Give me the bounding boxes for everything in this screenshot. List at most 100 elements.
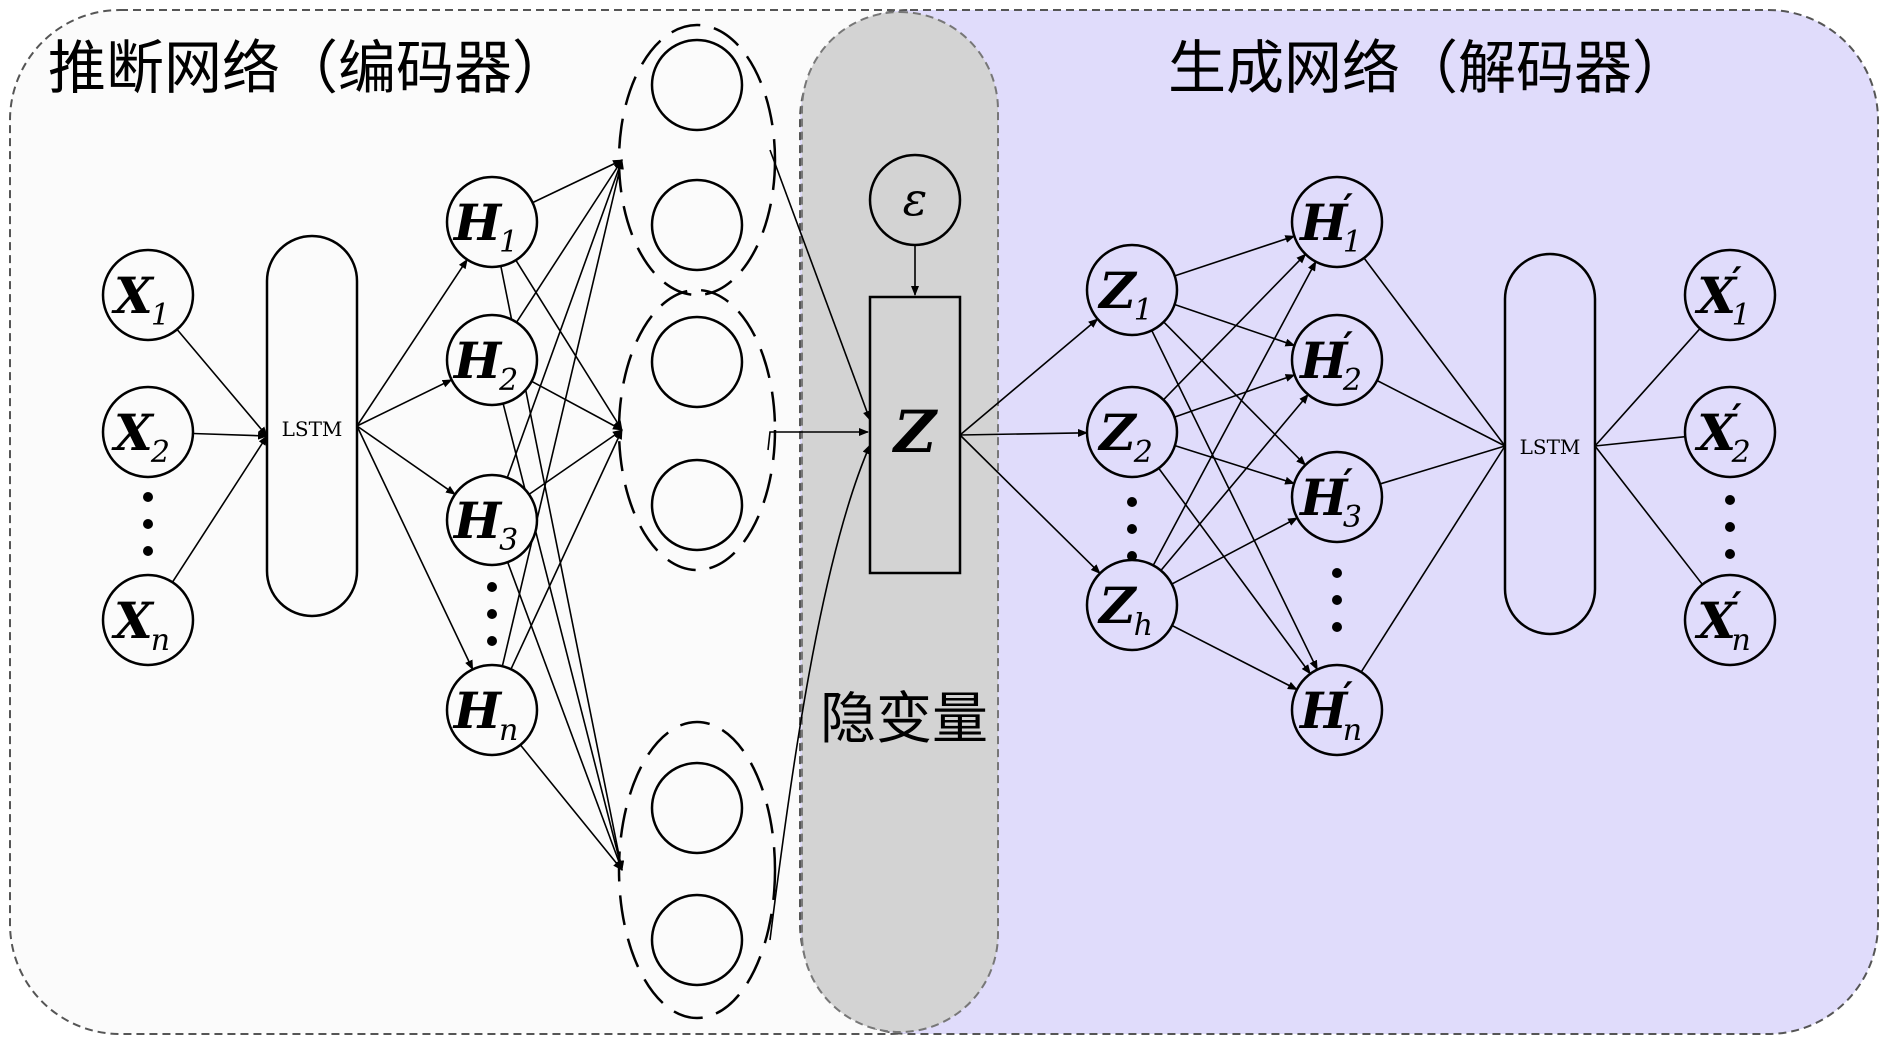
edge (1363, 257, 1506, 447)
node-subscript: n (1343, 713, 1362, 748)
node-base-symbol: X (111, 591, 155, 650)
ellipsis-dot (1332, 595, 1342, 605)
node-base-symbol: H (452, 681, 503, 740)
node-label: H′n (1298, 675, 1362, 748)
edge (1174, 374, 1296, 418)
node-base-symbol: X (111, 266, 155, 325)
node-base-symbol: H (1298, 681, 1349, 740)
node-circle (101, 573, 195, 667)
edge (1360, 445, 1506, 673)
ellipsis-dot (1127, 551, 1137, 561)
ellipsis-dot (1725, 549, 1735, 559)
node-subscript: 2 (1731, 435, 1751, 470)
node-subscript: 2 (1133, 435, 1153, 470)
edge (1151, 330, 1318, 671)
encoder-title: 推断网络（编码器） (48, 34, 570, 102)
node-label: X2 (111, 403, 170, 470)
edge (1594, 328, 1701, 447)
ellipsis-dot (487, 582, 497, 592)
decoder-lstm-label: LSTM (1520, 435, 1581, 459)
node-subscript: 1 (1343, 225, 1362, 260)
node-prime-mark: ′ (1343, 462, 1353, 504)
node-prime-mark: ′ (1732, 585, 1742, 627)
edge (356, 379, 453, 427)
node-base-symbol: Z (1097, 403, 1138, 462)
h-2-node: H2 (445, 313, 539, 407)
edge (769, 149, 871, 421)
edge (506, 561, 623, 871)
node-base-symbol: X (111, 403, 155, 462)
latent-z-label: Z (892, 398, 939, 466)
ellipsis-dot (1332, 622, 1342, 632)
node-circle (1683, 248, 1777, 342)
z-2-node: Z2 (1085, 385, 1179, 479)
node-subscript: h (1134, 608, 1153, 643)
node-subscript: 1 (151, 298, 170, 333)
parameter-nodes (650, 38, 744, 987)
node-base-symbol: X (1694, 591, 1738, 650)
edge (192, 431, 268, 440)
z-h-node: Zh (1085, 558, 1179, 652)
ellipsis-dot (487, 609, 497, 619)
node-prime-mark: ′ (1732, 260, 1742, 302)
edge (356, 425, 456, 495)
node-base-symbol: Z (1097, 576, 1138, 635)
node-label: Xn (111, 591, 170, 658)
ellipsis-dots (143, 492, 1735, 646)
node-circle (101, 385, 195, 479)
node-base-symbol: H (452, 491, 503, 550)
node-circle (445, 313, 539, 407)
ellipsis-dot (1127, 524, 1137, 534)
node-subscript: n (499, 713, 518, 748)
edge (1171, 517, 1299, 585)
edge (502, 403, 624, 871)
h-n-node: Hn (445, 663, 539, 757)
edges-layer (171, 149, 1704, 941)
edge (506, 159, 623, 478)
node-subscript: 3 (1343, 500, 1362, 535)
node-base-symbol: X (1694, 403, 1738, 462)
edge (1174, 235, 1296, 277)
node-circle (445, 175, 539, 269)
h-prime-1-node: H′1 (1290, 175, 1384, 269)
node-label: Zh (1097, 576, 1153, 643)
node-subscript: 3 (499, 523, 518, 558)
node-label: H2 (452, 331, 518, 398)
node-label: H3 (452, 491, 518, 558)
ellipsis-dot (1127, 497, 1137, 507)
node-prime-mark: ′ (1343, 325, 1353, 367)
x-2-node: X2 (101, 385, 195, 479)
node-label: Z2 (1097, 403, 1153, 470)
param-node (650, 38, 744, 132)
edge (1376, 379, 1506, 447)
node-subscript: 2 (498, 363, 518, 398)
node-circle (1290, 313, 1384, 407)
edge (959, 318, 1099, 436)
edge (1160, 393, 1309, 572)
ellipsis-dot (1332, 568, 1342, 578)
ellipsis-dot (1725, 495, 1735, 505)
edge (1594, 435, 1686, 447)
param-node (650, 458, 744, 552)
edge (532, 159, 623, 204)
node-base-symbol: H (452, 193, 503, 252)
node-prime-mark: ′ (1343, 187, 1353, 229)
node-base-symbol: H (452, 331, 503, 390)
edge (176, 328, 268, 437)
node-label: X′1 (1694, 260, 1750, 333)
node-circle (1085, 243, 1179, 337)
ellipsis-dot (143, 519, 153, 529)
node-base-symbol: H (1298, 468, 1349, 527)
param-node (650, 893, 744, 987)
edge (1152, 260, 1317, 566)
edge (1162, 253, 1307, 401)
h-prime-2-node: H′2 (1290, 313, 1384, 407)
x-prime-2-node: X′2 (1683, 385, 1777, 479)
node-base-symbol: H (1298, 331, 1349, 390)
edge (1594, 445, 1704, 585)
dashed-group-2 (617, 288, 777, 572)
edge (356, 258, 468, 427)
distribution-parameter-groups (617, 23, 777, 1020)
edge (510, 429, 623, 670)
